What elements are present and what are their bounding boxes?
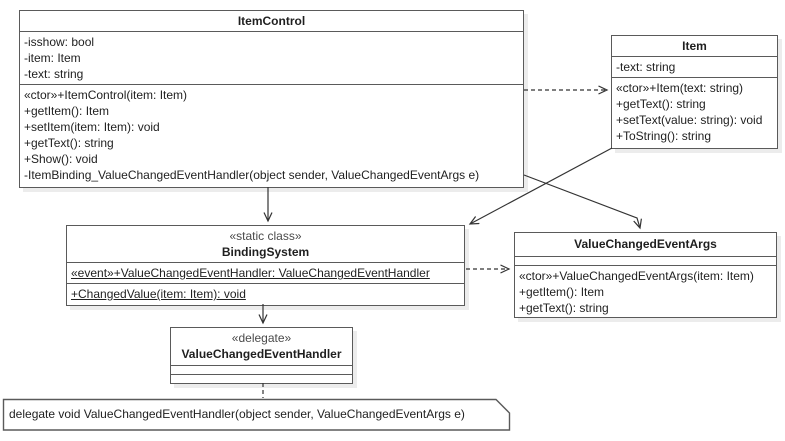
uml-class-valuechangedeventhandler: «delegate» ValueChangedEventHandler: [170, 327, 353, 384]
methods-compartment: «ctor»+ValueChangedEventArgs(item: Item)…: [515, 266, 776, 317]
methods-compartment: «ctor»+Item(text: string) +getText(): st…: [612, 78, 777, 148]
method: «ctor»+ItemControl(item: Item): [24, 88, 188, 102]
method: +getItem(): Item: [24, 104, 110, 118]
method: «ctor»+ValueChangedEventArgs(item: Item): [519, 269, 754, 283]
attributes-compartment: -isshow: bool -item: Item -text: string: [20, 32, 523, 85]
attribute: -item: Item: [24, 51, 81, 65]
class-title: «static class» BindingSystem: [67, 226, 464, 263]
class-title: «delegate» ValueChangedEventHandler: [171, 328, 352, 366]
event-member: «event»+ValueChangedEventHandler: ValueC…: [71, 266, 430, 280]
class-title: ItemControl: [20, 11, 523, 32]
methods-compartment: [171, 375, 352, 383]
class-name: BindingSystem: [221, 245, 310, 259]
method: «ctor»+Item(text: string): [616, 81, 744, 95]
uml-class-item: Item -text: string «ctor»+Item(text: str…: [611, 35, 778, 149]
method: +setText(value: string): void: [616, 113, 763, 127]
method: +setItem(item: Item): void: [24, 120, 160, 134]
uml-class-itemcontrol: ItemControl -isshow: bool -item: Item -t…: [19, 10, 524, 188]
attribute: -isshow: bool: [24, 35, 95, 49]
method: +getText(): string: [519, 301, 609, 315]
uml-class-bindingsystem: «static class» BindingSystem «event»+Val…: [66, 225, 465, 306]
method: +ToString(): string: [616, 129, 712, 143]
method: +getItem(): Item: [519, 285, 605, 299]
method: +ChangedValue(item: Item): void: [71, 287, 246, 301]
methods-compartment: «ctor»+ItemControl(item: Item) +getItem(…: [20, 85, 523, 187]
class-stereotype: «delegate»: [231, 331, 292, 345]
attribute: -text: string: [616, 60, 676, 74]
method: +getText(): string: [24, 136, 114, 150]
methods-compartment: +ChangedValue(item: Item): void: [67, 284, 464, 305]
class-title: Item: [612, 36, 777, 57]
attributes-compartment: [171, 366, 352, 375]
arrow-itemcontrol-to-valuechangedeventargs: [523, 174, 640, 228]
method: +getText(): string: [616, 97, 706, 111]
attributes-compartment: -text: string: [612, 57, 777, 78]
method: -ItemBinding_ValueChangedEventHandler(ob…: [24, 168, 480, 182]
attribute: -text: string: [24, 67, 84, 81]
class-stereotype: «static class»: [229, 229, 302, 243]
method: +Show(): void: [24, 152, 98, 166]
class-title: ValueChangedEventArgs: [515, 233, 776, 257]
attributes-compartment: [515, 257, 776, 266]
attributes-compartment: «event»+ValueChangedEventHandler: ValueC…: [67, 263, 464, 284]
class-name: ValueChangedEventHandler: [181, 347, 342, 361]
uml-class-valuechangedeventargs: ValueChangedEventArgs «ctor»+ValueChange…: [514, 232, 777, 318]
uml-note: delegate void ValueChangedEventHandler(o…: [9, 407, 465, 421]
